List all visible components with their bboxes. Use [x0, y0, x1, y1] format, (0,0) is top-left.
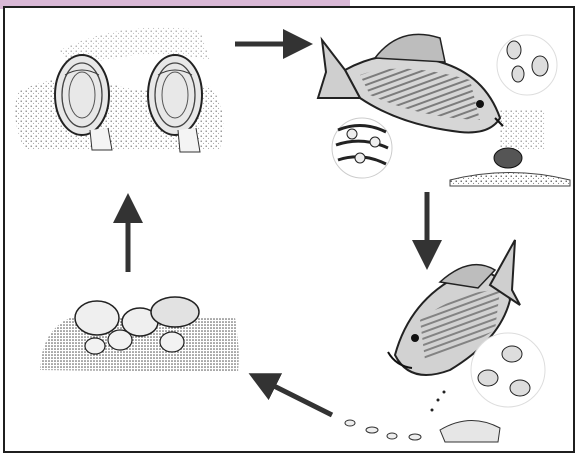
bass-with-glochidia-icon	[318, 34, 570, 186]
mussel-pair-icon	[15, 28, 223, 153]
juvenile-mussel-bed-icon	[40, 297, 239, 372]
bass-releasing-juveniles-icon	[345, 240, 545, 442]
arrow-left	[262, 380, 332, 415]
